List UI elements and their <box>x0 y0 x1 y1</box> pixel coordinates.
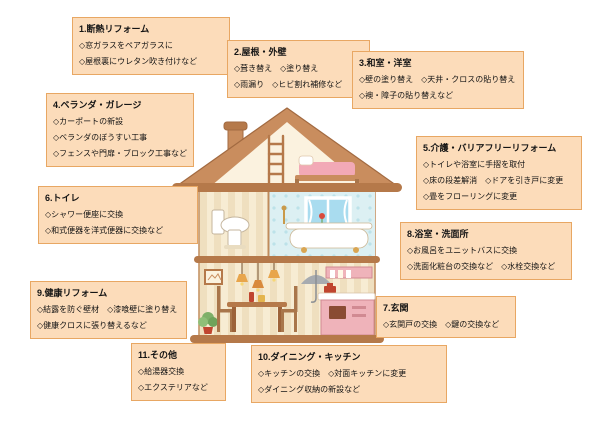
umbrella-icon <box>301 270 331 303</box>
shower-faucet-icon <box>281 205 287 224</box>
reno-box-item: ◇トイレや浴室に手摺を取付 <box>423 160 526 169</box>
reno-box-item: ◇お風呂をユニットバスに交換 <box>407 246 518 255</box>
reno-box-9: 9.健康リフォーム ◇結露を防ぐ壁材 ◇漆喰壁に塗り替え ◇健康クロスに張り替えるな… <box>30 281 187 339</box>
kitchen-counter-icon <box>317 292 376 336</box>
kitchen-shelf-icon <box>325 266 373 279</box>
reno-box-7: 7.玄関 ◇玄関戸の交換 ◇鍵の交換など <box>376 296 516 338</box>
house-illustration <box>172 107 402 343</box>
reno-box-title: 6.トイレ <box>45 193 80 203</box>
reno-box-item: ◇結露を防ぐ壁材 ◇漆喰壁に塗り替え <box>37 305 178 314</box>
reno-box-title: 3.和室・洋室 <box>359 58 412 68</box>
reno-box-2: 2.屋根・外壁 ◇葺き替え ◇塗り替え ◇雨漏り ◇ヒビ割れ補修など <box>227 40 370 98</box>
eave-beam <box>172 183 402 192</box>
picture-frame-icon <box>204 269 223 285</box>
dining-room <box>198 263 331 334</box>
reno-box-10: 10.ダイニング・キッチン ◇キッチンの交換 ◇対面キッチンに変更 ◇ダイニング収納… <box>251 345 447 403</box>
reno-box-item: ◇葺き替え ◇塗り替え <box>234 64 319 73</box>
reno-box-item: ◇ベランダのぼうすい工事 <box>53 133 148 142</box>
pendant-lights-icon <box>236 263 280 292</box>
reno-box-3: 3.和室・洋室 ◇壁の塗り替え ◇天井・クロスの貼り替え ◇襖・障子の貼り替えなど <box>352 51 524 109</box>
reno-box-item: ◇玄関戸の交換 ◇鍵の交換など <box>383 320 500 329</box>
reno-box-title: 5.介護・バリアフリーリフォーム <box>423 143 557 153</box>
reno-box-item: ◇窓ガラスをペアガラスに <box>79 41 173 50</box>
reno-box-item: ◇カーポートの新設 <box>53 117 124 126</box>
potted-plant-icon <box>198 312 218 334</box>
reno-box-5: 5.介護・バリアフリーリフォーム ◇トイレや浴室に手摺を取付 ◇床の段差解消 ◇ドア… <box>416 136 582 210</box>
dining-chair-right-icon <box>281 286 298 332</box>
reno-box-item: ◇壁の塗り替え ◇天井・クロスの貼り替え <box>359 75 516 84</box>
reno-box-title: 4.ベランダ・ガレージ <box>53 100 142 110</box>
second-floor-beam <box>194 256 380 263</box>
reno-box-item: ◇エクステリアなど <box>138 383 208 392</box>
bathroom <box>267 192 375 256</box>
reno-box-item: ◇給湯器交換 <box>138 367 185 376</box>
reno-box-title: 11.その他 <box>138 350 178 360</box>
dining-table-icon <box>227 292 287 332</box>
reno-box-title: 8.浴室・洗面所 <box>407 229 469 239</box>
reno-box-4: 4.ベランダ・ガレージ ◇カーポートの新設 ◇ベランダのぼうすい工事 ◇フェンスや門扉… <box>46 93 194 167</box>
reno-box-item: ◇ダイニング収納の新設など <box>258 385 361 394</box>
reno-box-item: ◇キッチンの交換 ◇対面キッチンに変更 <box>258 369 407 378</box>
reno-box-item: ◇屋根裏にウレタン吹き付けなど <box>79 57 198 66</box>
toilet-room <box>211 209 250 249</box>
reno-box-item: ◇シャワー便座に交換 <box>45 210 124 219</box>
reno-box-item: ◇畳をフローリングに変更 <box>423 192 518 201</box>
reno-box-item: ◇フェンスや門扉・ブロック工事など <box>53 149 187 158</box>
toilet-icon <box>211 209 250 249</box>
reno-box-item: ◇健康クロスに張り替えるなど <box>37 321 147 330</box>
reno-box-1: 1.断熱リフォーム ◇窓ガラスをペアガラスに ◇屋根裏にウレタン吹き付けなど <box>72 17 230 75</box>
reno-box-8: 8.浴室・洗面所 ◇お風呂をユニットバスに交換 ◇洗面化粧台の交換など ◇水栓交換な… <box>400 222 572 280</box>
reno-box-6: 6.トイレ ◇シャワー便座に交換 ◇和式便器を洋式便器に交換など <box>38 186 198 244</box>
bathtub-icon <box>285 222 373 253</box>
reno-box-title: 1.断熱リフォーム <box>79 24 150 34</box>
reno-box-item: ◇和式便器を洋式便器に交換など <box>45 226 164 235</box>
cooking-pot-icon <box>324 283 336 293</box>
attic-bedroom <box>211 122 363 188</box>
reno-box-title: 9.健康リフォーム <box>37 288 108 298</box>
reno-box-11: 11.その他 ◇給湯器交換 ◇エクステリアなど <box>131 343 226 401</box>
reno-box-item: ◇襖・障子の貼り替えなど <box>359 91 454 100</box>
reno-box-item: ◇洗面化粧台の交換など ◇水栓交換など <box>407 262 556 271</box>
house-base <box>190 335 384 343</box>
dining-chair-left-icon <box>217 286 233 332</box>
bathroom-window-icon <box>304 196 352 228</box>
reno-box-item: ◇雨漏り ◇ヒビ割れ補修など <box>234 80 343 89</box>
kitchen <box>317 266 376 336</box>
reno-box-item: ◇床の段差解消 ◇ドアを引き戸に変更 <box>423 176 564 185</box>
reno-box-title: 7.玄関 <box>383 303 409 313</box>
ladder-icon <box>267 134 285 188</box>
reno-box-title: 10.ダイニング・キッチン <box>258 352 361 362</box>
reno-box-title: 2.屋根・外壁 <box>234 47 287 57</box>
